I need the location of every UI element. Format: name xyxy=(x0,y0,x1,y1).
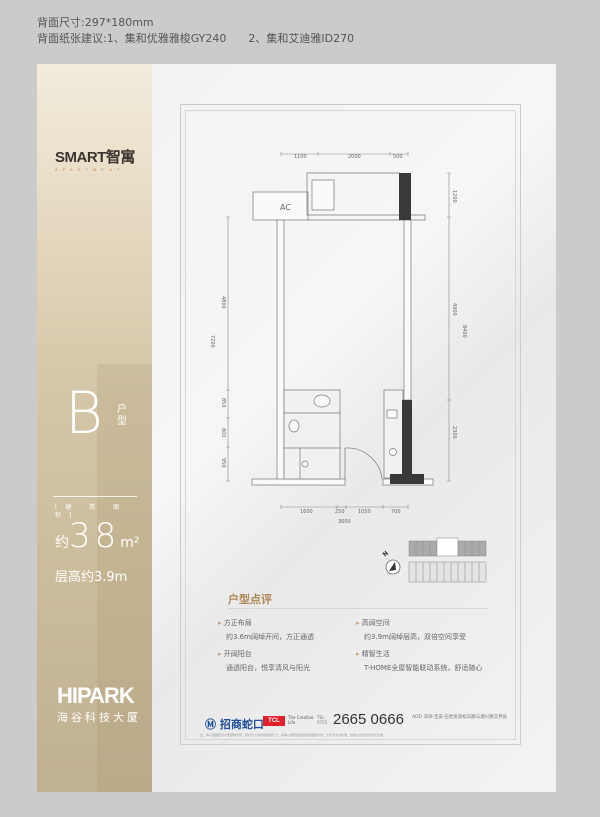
review-item-title: 精智生活 xyxy=(356,647,482,661)
panel-shade xyxy=(97,364,152,792)
structural-columns xyxy=(390,173,424,484)
dim-label: 1600 xyxy=(300,509,313,515)
dimension-lines xyxy=(226,152,451,509)
floor-height: 层高约3.9m xyxy=(55,570,128,585)
paper-suggestion-note: 背面纸张建议:1、集和优雅雅梭GY240 2、集和艾迪雅ID270 xyxy=(37,32,355,45)
developer-name: 招商蛇口 xyxy=(219,718,264,731)
dim-label: 500 xyxy=(393,154,403,160)
dimension-labels: 1100 2000 500 4800 850 800 950 7200 1200… xyxy=(209,154,467,525)
address: ADD 深圳·宝安·石岩街道松白路与塘兴路交界处 xyxy=(412,715,508,720)
area-prefix: 约 xyxy=(55,535,69,551)
ac-label: AC xyxy=(280,203,291,212)
toilet-icon xyxy=(288,419,300,433)
dim-label: 950 xyxy=(220,458,226,468)
dim-label: 1050 xyxy=(358,509,371,515)
dim-label: 8400 xyxy=(461,325,467,338)
review-item-title: 开阔阳台 xyxy=(218,647,310,661)
balcony-fixture xyxy=(311,179,335,211)
review-item-desc: T-HOME全屋智能联动系统，舒适随心 xyxy=(364,664,483,672)
review-divider xyxy=(228,608,488,609)
area-label: [建 筑 面 积] xyxy=(55,504,128,519)
dim-label: 1200 xyxy=(451,190,457,203)
left-wall xyxy=(276,219,285,483)
shower-drain-icon xyxy=(301,460,309,468)
unit-type-label: 户型 xyxy=(117,404,127,427)
right-wall xyxy=(403,219,412,401)
review-item-title: 高阔空间 xyxy=(356,616,466,630)
review-item-desc: 约3.6m阔绰开间，方正通透 xyxy=(226,633,314,641)
content-frame-inner xyxy=(185,110,516,740)
dim-label: 3600 xyxy=(338,519,351,525)
hipark-logo: HIPARK xyxy=(57,683,135,708)
review-item-desc: 通透阳台，悦享清风与阳光 xyxy=(226,664,310,672)
compass-icon: N xyxy=(382,550,401,575)
dim-label: 4900 xyxy=(451,303,457,316)
review-item: 精智生活 T-HOME全屋智能联动系统，舒适随心 xyxy=(356,647,483,675)
tcl-tagline: The Creative Life xyxy=(288,715,314,725)
hipark-subtitle: 海谷科技大厦 xyxy=(57,711,141,724)
dim-label: 4800 xyxy=(220,296,226,309)
dim-label: 800 xyxy=(220,428,226,438)
dim-label: 7200 xyxy=(209,335,215,348)
area-unit: m² xyxy=(120,535,140,551)
dim-label: 250 xyxy=(335,509,345,515)
phone-number: 2665 0666 xyxy=(333,711,404,728)
review-item-desc: 约3.9m阔绰层高，双倍空间享受 xyxy=(364,633,466,641)
dim-label: 850 xyxy=(220,398,226,408)
kitchen-counter xyxy=(383,389,404,479)
entry-door xyxy=(344,447,383,480)
area-number: 38 xyxy=(69,516,121,556)
divider xyxy=(53,496,137,497)
site-key-plan xyxy=(408,537,487,583)
developer-logo: Ⓜ 招商蛇口 xyxy=(205,718,264,731)
north-label: N xyxy=(382,550,390,559)
bathroom xyxy=(283,389,341,480)
area-value: 约38m² xyxy=(55,516,140,563)
review-item-title: 方正布局 xyxy=(218,616,314,630)
walls xyxy=(251,172,434,486)
disclaimer: 注：本户型图仅为户型结构示意，所标尺寸为建筑轴线尺寸，具体以政府最终批准的图纸为… xyxy=(200,733,387,737)
print-size-note: 背面尺寸:297*180mm xyxy=(37,16,154,29)
review-title: 户型点评 xyxy=(228,593,272,606)
stove-icon xyxy=(389,448,397,456)
tel-label: TEL 0755 xyxy=(317,715,328,725)
kitchen-sink-icon xyxy=(386,409,398,419)
dim-label: 700 xyxy=(391,509,401,515)
bottom-wall-left xyxy=(251,478,346,486)
content-frame xyxy=(180,104,521,745)
sink-icon xyxy=(313,394,331,408)
logo-sub: APARTMENT xyxy=(55,167,125,172)
dim-label: 2000 xyxy=(348,154,361,160)
unit-letter: B xyxy=(65,379,103,447)
logo-text: SMART智寓 xyxy=(55,149,135,166)
tcl-logo: TCL xyxy=(263,716,285,726)
dim-label: 1100 xyxy=(294,154,307,160)
dim-label: 2300 xyxy=(451,426,457,439)
